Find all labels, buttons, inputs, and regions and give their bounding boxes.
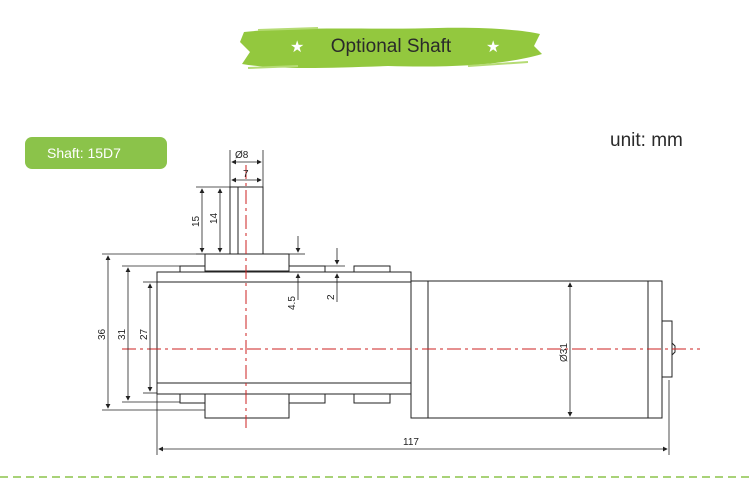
dim-height-31: 31 (117, 328, 128, 340)
unit-label: unit: mm (610, 130, 683, 151)
star-icon-left: ★ (290, 39, 305, 56)
dim-offset-45: 4.5 (287, 296, 298, 310)
dimension-lines (102, 150, 670, 455)
dim-height-36: 36 (97, 328, 108, 340)
shaft-badge: Shaft: 15D7 (25, 137, 167, 169)
title-banner: ★ ★ Optional Shaft (238, 24, 544, 72)
dim-height-27: 27 (139, 328, 150, 340)
dim-flat-width: 7 (243, 169, 249, 180)
star-icon-right: ★ (486, 39, 501, 56)
dim-length-15: 15 (191, 215, 202, 227)
center-lines (122, 165, 700, 428)
dim-shaft-diameter: Ø8 (235, 150, 249, 161)
brush-stroke-background (240, 27, 542, 69)
dim-total-length: 117 (403, 437, 419, 448)
dim-offset-2: 2 (326, 294, 337, 300)
dim-length-14: 14 (209, 212, 220, 224)
dimension-labels: Ø8 7 15 14 4.5 2 36 31 27 Ø31 117 (97, 150, 570, 448)
gearbox-outline (156, 253, 412, 419)
page-title: Optional Shaft (330, 36, 452, 57)
dim-motor-diameter: Ø31 (559, 343, 570, 362)
